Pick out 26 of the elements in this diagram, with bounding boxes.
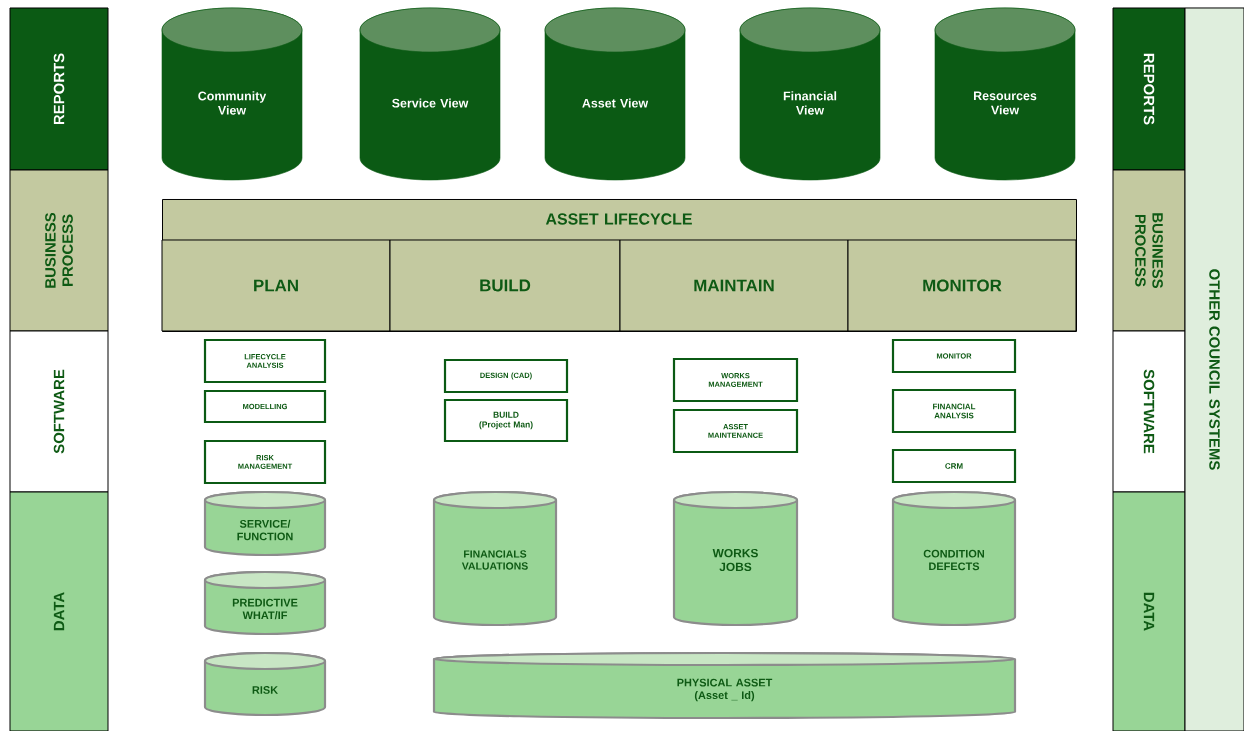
category-band: REPORTS — [9, 7, 109, 171]
stage-cell: MAINTAIN — [619, 239, 849, 332]
stage-cell: BUILD — [389, 239, 621, 332]
category-band: DATA — [9, 491, 109, 731]
view-cylinder: Service View — [359, 7, 501, 181]
category-band: BUSINESS PROCESS — [9, 169, 109, 332]
database-cylinder: PHYSICAL ASSET (Asset _ Id) — [432, 651, 1017, 720]
database-cylinder: RISK — [203, 651, 327, 717]
category-band: BUSINESS PROCESS — [1112, 169, 1186, 332]
software-box: BUILD (Project Man) — [443, 398, 569, 443]
view-cylinder: Community View — [161, 7, 303, 181]
database-cylinder: PREDICTIVE WHAT/IF — [203, 570, 327, 636]
view-cylinder: Asset View — [544, 7, 686, 181]
category-band: SOFTWARE — [9, 330, 109, 493]
stage-cell: MONITOR — [847, 239, 1077, 332]
database-cylinder: CONDITION DEFECTS — [891, 490, 1017, 627]
database-cylinder: WORKS JOBS — [672, 490, 799, 627]
category-band: OTHER COUNCIL SYSTEMS — [1184, 7, 1244, 731]
category-band: REPORTS — [1112, 7, 1186, 171]
view-cylinder: Resources View — [934, 7, 1076, 181]
category-band: DATA — [1112, 491, 1186, 731]
stage-cell: PLAN — [161, 239, 391, 332]
view-cylinder: Financial View — [739, 7, 881, 181]
category-band: SOFTWARE — [1112, 330, 1186, 493]
database-cylinder: SERVICE/ FUNCTION — [203, 490, 327, 557]
database-cylinder: FINANCIALS VALUATIONS — [432, 490, 558, 627]
